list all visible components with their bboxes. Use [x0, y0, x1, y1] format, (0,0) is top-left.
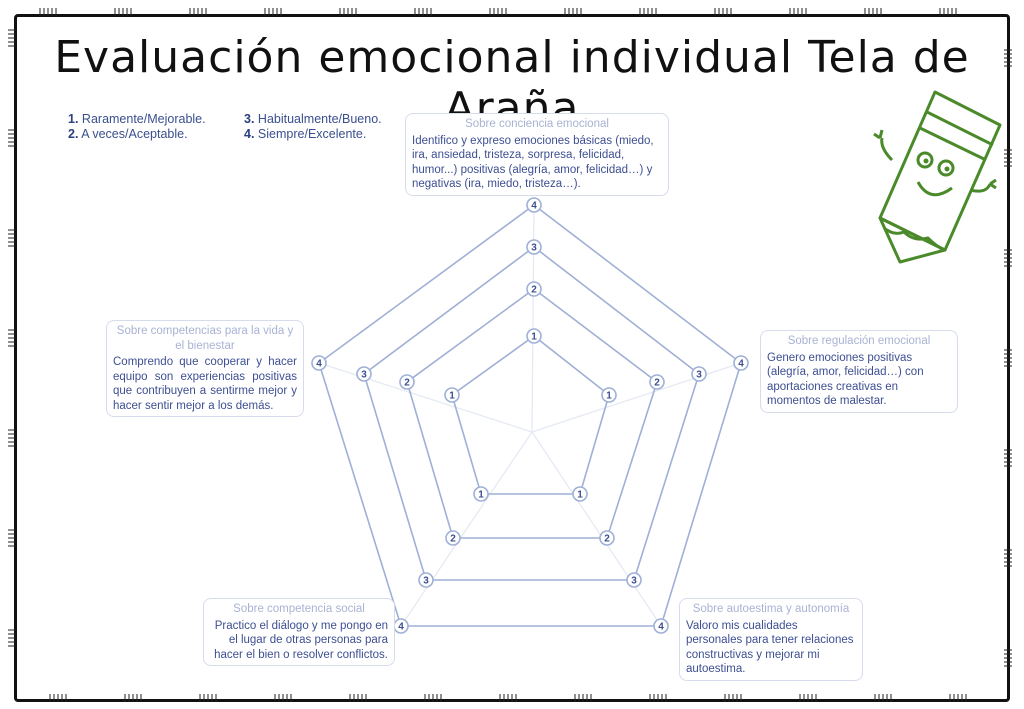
axis-box-vida: Sobre competencias para la vida y el bie… [106, 320, 304, 417]
axis-box-social: Sobre competencia social Practico el diá… [203, 598, 395, 666]
level-label: 2 [404, 378, 410, 389]
level-marker[interactable] [445, 530, 461, 546]
axis-heading: Sobre competencias para la vida y el bie… [116, 325, 294, 352]
level-marker[interactable] [418, 572, 434, 588]
level-3-ring [363, 245, 700, 581]
legend-col-1: 1. Raramente/Mejorable. 2. A veces/Acept… [68, 112, 206, 142]
level-marker[interactable] [572, 486, 588, 502]
level-label: 3 [361, 370, 367, 381]
level-marker[interactable] [399, 374, 415, 390]
level-label: 3 [531, 243, 537, 254]
spoke-line [531, 431, 662, 627]
axis-box-regulacion: Sobre regulación emocional Genero emocio… [760, 330, 958, 413]
level-label: 1 [478, 490, 484, 501]
axis-box-autoestima: Sobre autoestima y autonomía Valoro mis … [679, 598, 863, 681]
level-label: 1 [449, 391, 455, 402]
level-marker[interactable] [311, 355, 327, 371]
level-marker[interactable] [526, 197, 542, 213]
level-1-ring [451, 334, 610, 495]
level-label: 2 [654, 378, 660, 389]
level-label: 4 [316, 359, 322, 370]
legend-item: 4. Siempre/Excelente. [244, 127, 367, 141]
axis-text: Valoro mis cualidades personales para te… [686, 619, 854, 676]
axis-heading: Sobre regulación emocional [787, 335, 931, 347]
legend-item: 3. Habitualmente/Bueno. [244, 112, 382, 126]
axis-text: Comprendo que cooperar y hacer equipo so… [113, 356, 297, 412]
axis-text: Practico el diálogo y me pongo en el lug… [214, 619, 388, 661]
spoke-line [318, 362, 533, 433]
legend-item: 1. Raramente/Mejorable. [68, 112, 206, 126]
axis-box-conciencia: Sobre conciencia emocional Identifico y … [405, 113, 669, 196]
axis-heading: Sobre autoestima y autonomía [692, 603, 850, 615]
level-label: 1 [577, 490, 583, 501]
axis-text: Identifico y expreso emociones básicas (… [412, 134, 654, 191]
level-marker[interactable] [599, 530, 615, 546]
level-marker[interactable] [356, 366, 372, 382]
legend-col-2: 3. Habitualmente/Bueno. 4. Siempre/Excel… [244, 112, 382, 142]
level-marker[interactable] [526, 281, 542, 297]
level-marker[interactable] [526, 328, 542, 344]
level-label: 2 [604, 534, 610, 545]
level-marker[interactable] [626, 572, 642, 588]
level-label: 3 [696, 370, 702, 381]
level-marker[interactable] [473, 486, 489, 502]
level-marker[interactable] [691, 366, 707, 382]
legend-item: 2. A veces/Aceptable. [68, 127, 188, 141]
level-marker[interactable] [733, 355, 749, 371]
level-label: 3 [423, 576, 429, 587]
level-label: 1 [606, 391, 612, 402]
level-label: 4 [531, 201, 537, 212]
level-marker[interactable] [649, 374, 665, 390]
level-4-ring [318, 204, 742, 627]
level-label: 2 [531, 285, 537, 296]
level-label: 3 [631, 576, 637, 587]
level-marker[interactable] [444, 387, 460, 403]
level-label: 1 [531, 332, 537, 343]
level-label: 2 [450, 534, 456, 545]
level-marker[interactable] [601, 387, 617, 403]
level-marker[interactable] [653, 618, 669, 634]
axis-heading: Sobre conciencia emocional [465, 118, 609, 130]
level-marker[interactable] [526, 239, 542, 255]
axis-text: Genero emociones positivas (alegría, amo… [767, 351, 924, 408]
level-label: 4 [398, 622, 404, 633]
spoke-line [400, 431, 533, 627]
level-label: 4 [658, 622, 664, 633]
axis-heading: Sobre competencia social [233, 603, 365, 615]
level-label: 4 [738, 359, 744, 370]
level-2-ring [406, 288, 658, 539]
